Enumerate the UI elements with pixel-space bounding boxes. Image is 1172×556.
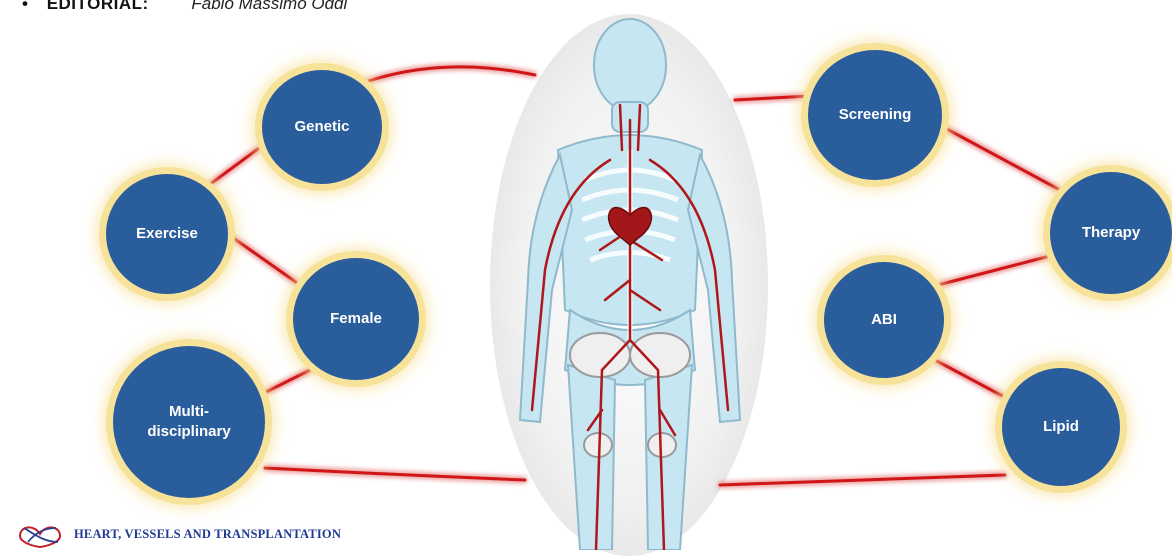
node-multidisciplinary-label: Multi- disciplinary [147, 402, 230, 443]
node-genetic-label: Genetic [294, 117, 349, 137]
node-therapy: Therapy [1050, 172, 1172, 294]
node-screening-label: Screening [839, 105, 912, 125]
link-exercise-female [222, 230, 300, 285]
link-multidisciplinary-body [265, 468, 525, 480]
journal-footer: HEART, VESSELS AND TRANSPLANTATION [14, 520, 341, 548]
head [594, 19, 666, 111]
node-female-label: Female [330, 309, 382, 329]
link-screening-therapy [945, 128, 1060, 190]
link-female-multidisciplinary [260, 365, 320, 395]
node-lipid: Lipid [1002, 368, 1120, 486]
node-screening: Screening [808, 50, 942, 180]
link-abi-therapy [938, 256, 1050, 285]
right-leg [645, 365, 692, 550]
node-female: Female [293, 258, 419, 380]
node-therapy-label: Therapy [1082, 223, 1140, 243]
node-exercise: Exercise [106, 174, 228, 294]
node-exercise-label: Exercise [136, 224, 198, 244]
node-abi: ABI [824, 262, 944, 378]
left-leg [568, 365, 615, 550]
node-abi-label: ABI [871, 310, 897, 330]
pelvis-bone-right [630, 333, 690, 377]
link-abi-lipid [935, 360, 1010, 400]
pelvis-bone-left [570, 333, 630, 377]
node-lipid-label: Lipid [1043, 417, 1079, 437]
journal-logo-icon [14, 520, 66, 548]
journal-name: HEART, VESSELS AND TRANSPLANTATION [74, 527, 341, 542]
link-genetic-exercise [205, 140, 270, 188]
human-body-illustration [490, 10, 770, 550]
node-genetic: Genetic [262, 70, 382, 184]
node-multidisciplinary: Multi- disciplinary [113, 346, 265, 498]
